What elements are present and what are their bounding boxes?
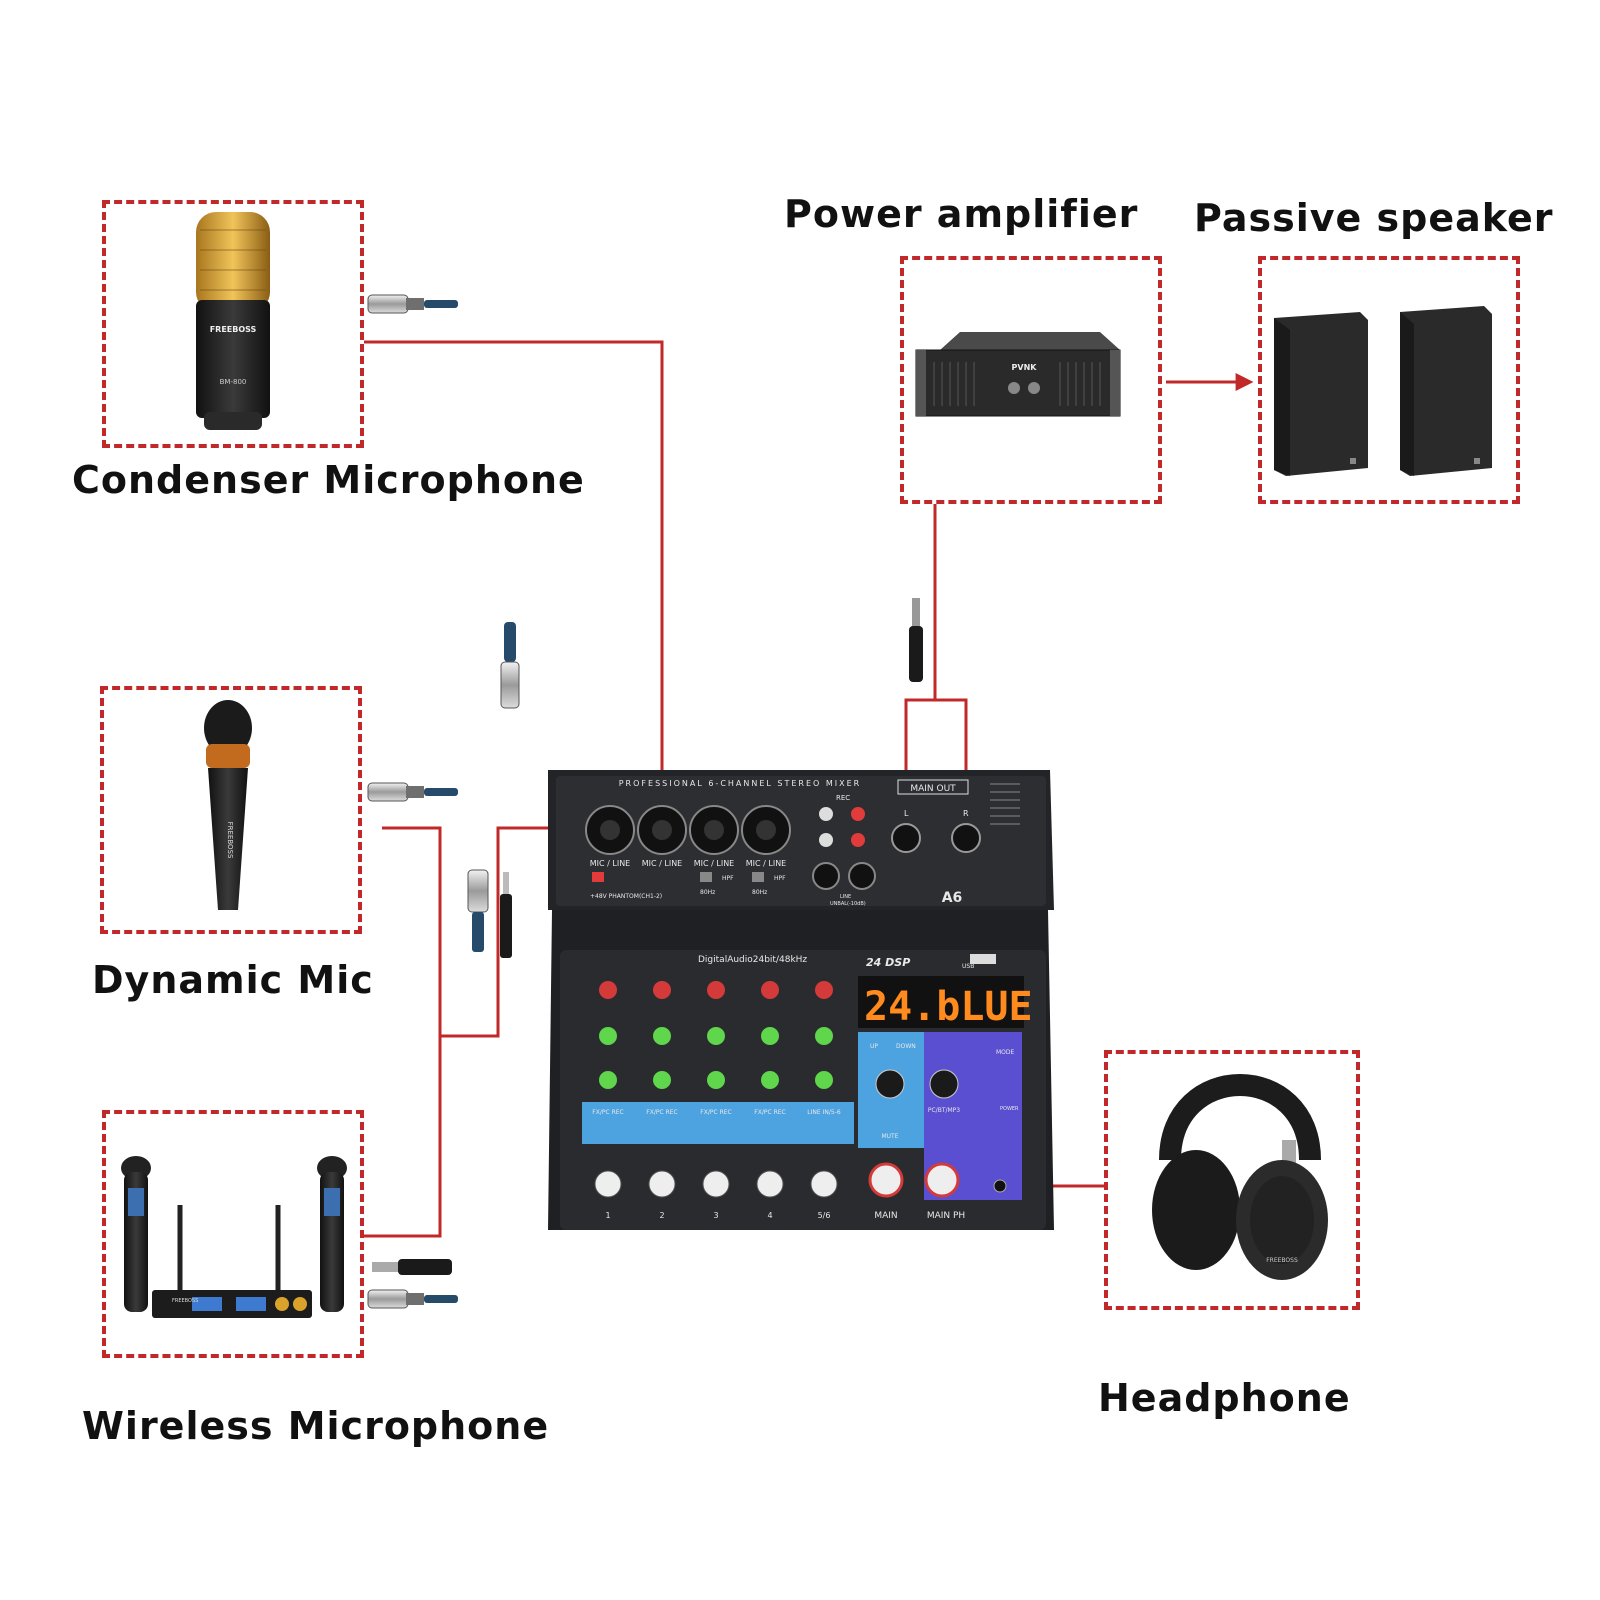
dynamic-wire [382, 826, 606, 1038]
digital-audio-label: DigitalAudio24bit/48kHz [698, 955, 807, 965]
amplifier-box [900, 256, 1162, 504]
rec-label: REC [836, 794, 850, 802]
usb-label: USB [962, 963, 974, 970]
dynamic-mic-brand: FREEBOSS [226, 822, 234, 859]
up-label: UP [870, 1043, 878, 1050]
channel-number-2: 2 [659, 1211, 664, 1220]
condenser-mic-box [102, 200, 364, 448]
mode-label: MODE [996, 1049, 1015, 1056]
main-ph-label: MAIN PH [927, 1211, 965, 1221]
channel-number-5-6: 5/6 [818, 1211, 831, 1220]
amplifier-brand: PVNK [1012, 363, 1038, 372]
channel-strips: FX/PC REC FX/PC REC FX/PC REC FX/PC REC … [582, 981, 854, 1198]
channel-number-1: 1 [605, 1211, 610, 1220]
dsp-label: 24 DSP [866, 956, 910, 969]
speaker-label: Passive speaker [1194, 196, 1554, 240]
mic-line-label-1: MIC / LINE [590, 859, 630, 868]
dynamic-mic-illustration: FREEBOSS [204, 700, 252, 910]
line-in-label: LINE IN/5-6 [807, 1109, 841, 1116]
hz-label-3: 80Hz [700, 889, 715, 896]
xlr-to-jack-adapter [467, 869, 512, 958]
headphone-label: Headphone [1098, 1376, 1351, 1420]
wireless-mic-label: Wireless Microphone [82, 1404, 550, 1448]
condenser-brand: FREEBOSS [210, 325, 257, 334]
amplifier-label: Power amplifier [784, 192, 1139, 236]
power-label: POWER [1000, 1106, 1019, 1112]
main-out-left: L [904, 809, 909, 818]
condenser-mic-illustration: FREEBOSS BM-800 [196, 212, 270, 430]
wireless-mic-illustration: FREEBOSS [121, 1156, 347, 1318]
hpf-label-4: HPF [774, 875, 786, 882]
unbal-label: UNBAL(-10dB) [830, 901, 866, 907]
fx-rec-label-4: FX/PC REC [754, 1109, 785, 1116]
mixer-illustration: PROFESSIONAL 6-CHANNEL STEREO MIXER MAIN… [548, 770, 1054, 1230]
main-out-label: MAIN OUT [910, 784, 956, 794]
hpf-label-3: HPF [722, 875, 734, 882]
wireless-mic-box [102, 1110, 364, 1358]
channel-number-4: 4 [767, 1211, 772, 1220]
signal-wires [364, 340, 1254, 1238]
pc-bt-label: PC/BT/MP3 [928, 1107, 960, 1114]
mic-line-label-2: MIC / LINE [642, 859, 682, 868]
phantom-label: +48V PHANTOM(CH1-2) [590, 893, 662, 900]
condenser-mic-label: Condenser Microphone [72, 458, 585, 502]
wireless-brand: FREEBOSS [172, 1298, 198, 1304]
channel-number-3: 3 [713, 1211, 718, 1220]
condenser-model: BM-800 [220, 378, 247, 386]
fx-rec-label-3: FX/PC REC [700, 1109, 731, 1116]
wireless-cable-connectors [367, 1259, 458, 1309]
amplifier-illustration: PVNK [915, 332, 1121, 417]
mixer-display: 24.bLUE [864, 984, 1033, 1030]
down-label: DOWN [896, 1043, 916, 1050]
combo-input-jacks [585, 805, 791, 855]
headphone-illustration: FREEBOSS [1152, 1074, 1328, 1280]
xlr-connector-condenser [367, 294, 458, 314]
mic-line-label-4: MIC / LINE [746, 859, 786, 868]
speaker-illustration [1274, 306, 1492, 476]
main-out-right: R [963, 809, 969, 818]
main-knob-label: MAIN [874, 1211, 897, 1221]
condenser-wire [364, 340, 664, 830]
mute-label: MUTE [881, 1133, 898, 1140]
mixer-title: PROFESSIONAL 6-CHANNEL STEREO MIXER [619, 779, 862, 788]
mic-line-label-3: MIC / LINE [694, 859, 734, 868]
dynamic-mic-box [100, 686, 362, 934]
wireless-wire [364, 1036, 442, 1238]
line-label: LINE [840, 894, 851, 900]
xlr-connector-vertical [500, 622, 520, 709]
xlr-connector-dynamic [367, 782, 458, 802]
fx-rec-label-1: FX/PC REC [592, 1109, 623, 1116]
speaker-box [1258, 256, 1520, 504]
fx-rec-label-2: FX/PC REC [646, 1109, 677, 1116]
dynamic-mic-label: Dynamic Mic [92, 958, 374, 1002]
mixer-model: A6 [942, 890, 963, 906]
jack-connector-main-out [909, 598, 923, 682]
headphone-box [1104, 1050, 1360, 1310]
main-out-wire [904, 504, 937, 830]
headphone-brand: FREEBOSS [1266, 1257, 1298, 1264]
hz-label-4: 80Hz [752, 889, 767, 896]
